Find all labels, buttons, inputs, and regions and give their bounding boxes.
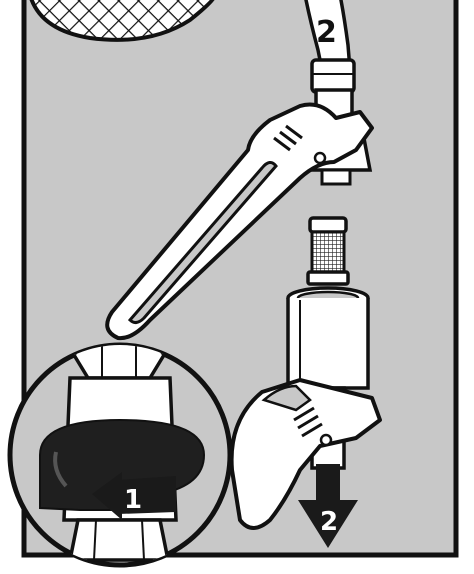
inlet-strainer [308,218,348,284]
step1-label: 1 [124,485,142,515]
step2-top-label: 2 [316,15,337,50]
step2-bottom-label: 2 [320,507,338,537]
step2-top-marker: 2 [316,15,337,50]
